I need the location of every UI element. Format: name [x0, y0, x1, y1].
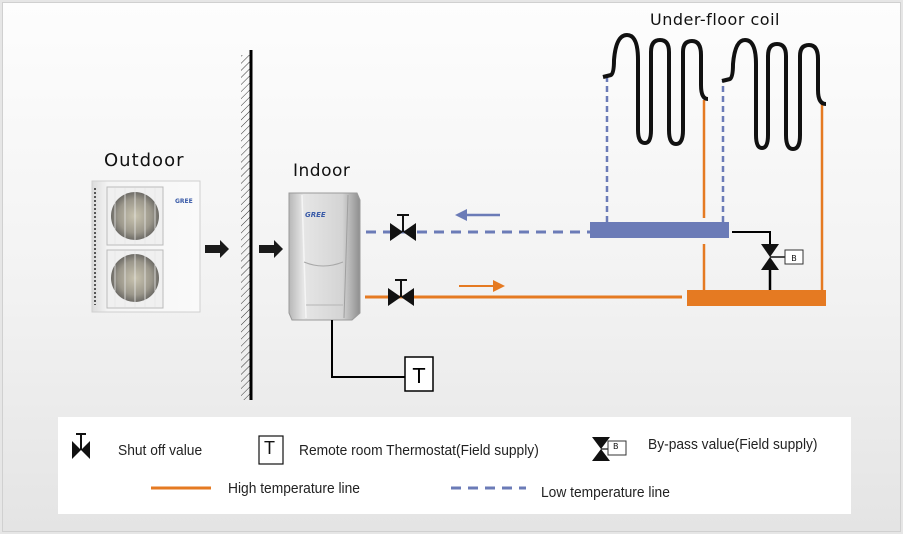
bypass-valve[interactable]: B	[761, 244, 804, 270]
bypass-pipe-top	[732, 231, 771, 244]
thermostat-wire	[331, 320, 405, 378]
svg-text:T: T	[412, 364, 426, 388]
legend-thermostat-symbol: T	[264, 438, 275, 458]
svg-text:B: B	[791, 254, 797, 263]
indoor-brand-logo: GREE	[305, 211, 326, 219]
high-temperature-manifold	[687, 290, 826, 306]
flow-arrow-indoor	[259, 240, 283, 258]
legend-low-line-label: Low temperature line	[541, 484, 670, 501]
flow-arrow-outdoor	[205, 240, 229, 258]
shutoff-valve-high[interactable]	[388, 279, 414, 306]
shutoff-valve-low[interactable]	[390, 214, 416, 241]
legend-bypass-label: By-pass value(Field supply)	[648, 436, 818, 453]
thermostat-symbol: T	[404, 356, 434, 392]
underfloor-coil-2	[721, 38, 827, 151]
outdoor-brand-logo: GREE	[175, 198, 193, 205]
underfloor-coil-1	[602, 33, 709, 146]
legend-bypass-symbol: B	[613, 442, 619, 451]
legend-shutoff-label: Shut off value	[118, 442, 203, 459]
legend	[58, 417, 851, 514]
outdoor-title: Outdoor	[104, 150, 185, 171]
flow-arrow-high	[459, 280, 505, 292]
coil-title: Under-floor coil	[650, 10, 780, 29]
wall	[241, 50, 253, 400]
legend-thermostat-label: Remote room Thermostat(Field supply)	[299, 442, 539, 459]
legend-high-line-label: High temperature line	[228, 480, 360, 497]
low-temperature-manifold	[590, 222, 729, 238]
indoor-unit: GREE	[288, 192, 361, 321]
flow-arrow-low	[455, 209, 500, 221]
outdoor-unit: GREE	[91, 180, 201, 313]
indoor-title: Indoor	[293, 161, 351, 181]
